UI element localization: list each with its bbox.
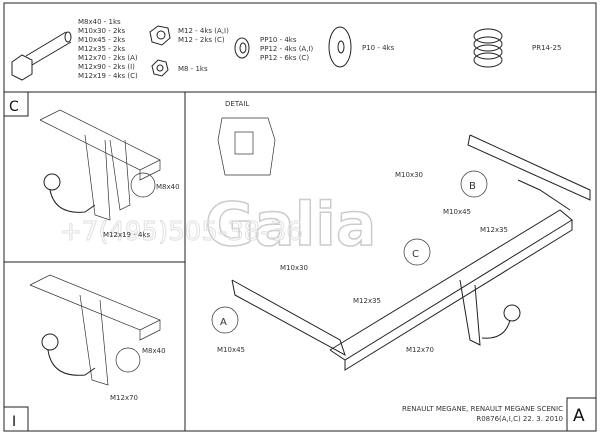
panel-c-m8x40-label: M8x40	[156, 183, 180, 191]
title-code-date: R0876(A,I,C) 22. 3. 2010	[476, 415, 563, 423]
m12x35-right-label: M12x35	[480, 226, 508, 234]
bolt-list: M8x40 - 1ks M10x30 - 2ks M10x45 - 2ks M1…	[78, 18, 138, 80]
washer-label: PP12 - 6ks (C)	[260, 54, 309, 62]
bolt-item: M12x70 - 2ks (A)	[78, 54, 138, 62]
callout-a-circle	[211, 306, 239, 334]
callout-c-circle	[403, 238, 431, 266]
callout-c: C	[412, 249, 419, 260]
sheet-letter-box	[566, 397, 597, 432]
washer-label: PP12 - 4ks (A,I)	[260, 45, 314, 53]
m10x30-left-label: M10x30	[280, 264, 308, 272]
sheet-letter: A	[573, 406, 585, 426]
callout-b: B	[469, 181, 476, 192]
bolt-item: M12x90 - 2ks (I)	[78, 63, 135, 71]
bolt-item: M12x35 - 2ks	[78, 45, 125, 53]
spring-label: PR14-25	[532, 44, 561, 52]
nut-m8-label: M8 - 1ks	[178, 65, 208, 73]
washer-icon	[234, 37, 250, 59]
callout-a: A	[220, 317, 227, 328]
nut-m12-label: M12 - 2ks (C)	[178, 36, 225, 44]
bolt-item: M10x30 - 2ks	[78, 27, 125, 35]
watermark-phone: +7(495)505-38-36	[60, 217, 303, 247]
m10x30-top-label: M10x30	[395, 171, 423, 179]
callout-b-circle	[460, 170, 488, 198]
drawing-frame	[3, 2, 597, 432]
main-towbar	[231, 134, 591, 371]
bolt-item: M8x40 - 1ks	[78, 18, 121, 26]
detail-plate	[217, 117, 276, 176]
bolt-icon	[11, 31, 72, 81]
detail-label: DETAIL	[225, 100, 249, 108]
panel-i-towbar	[29, 274, 161, 386]
nut-m12-label: M12 - 4ks (A,I)	[178, 27, 229, 35]
panel-i-letter-box	[3, 406, 29, 432]
nut-m8-icon	[151, 59, 169, 77]
washer-label: PP10 - 4ks	[260, 36, 297, 44]
bolt-item: M10x45 - 2ks	[78, 36, 125, 44]
panel-c-letter-box	[3, 91, 29, 117]
m12x35-mid-label: M12x35	[353, 297, 381, 305]
watermark-logo: Galia	[205, 190, 376, 260]
panel-c-m12x19-label: M12x19 - 4ks	[103, 231, 150, 239]
panel-c-towbar	[39, 109, 161, 221]
watermark: Galia +7(495)505-38-36	[60, 189, 378, 261]
m12x70-label: M12x70	[406, 346, 434, 354]
big-washer-icon	[328, 26, 352, 68]
panel-c-letter: C	[9, 99, 19, 115]
panel-i-letter: I	[12, 414, 16, 430]
spring-icon	[473, 28, 503, 68]
big-washer-label: P10 - 4ks	[362, 44, 395, 52]
title-vehicle: RENAULT MEGANE, RENAULT MEGANE SCENIC	[402, 405, 563, 413]
m10x45-left-label: M10x45	[217, 346, 245, 354]
panel-i-m8x40-label: M8x40	[142, 347, 166, 355]
nut-m12-icon	[149, 25, 171, 46]
panel-i-m12x70-label: M12x70	[110, 394, 138, 402]
bolt-item: M12x19 - 4ks (C)	[78, 72, 138, 80]
m10x45-right-label: M10x45	[443, 208, 471, 216]
